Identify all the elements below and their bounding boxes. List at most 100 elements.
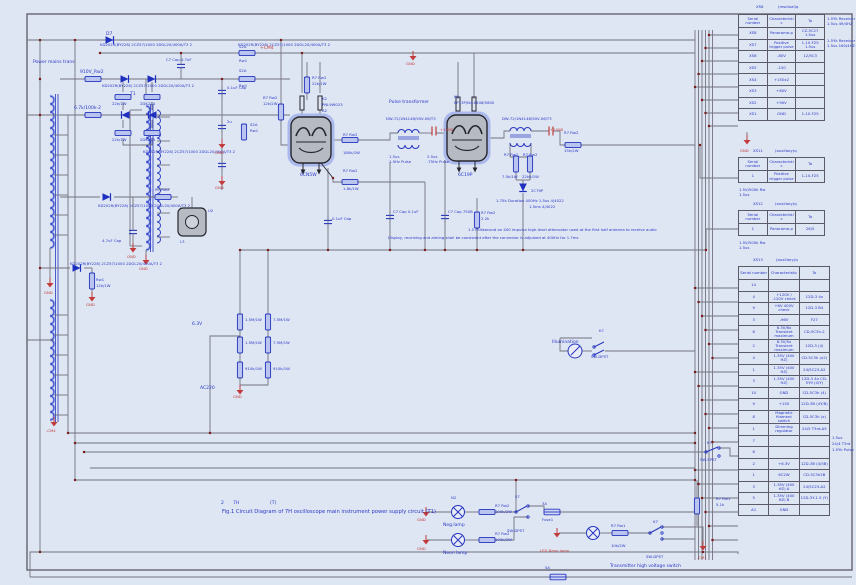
part-number: KD202R(BY228) 2CZ57/1000 2DGL20/400A/T3 …: [238, 42, 331, 47]
table-cell: XS1: [738, 108, 768, 121]
table-cell: 12D-3B (4/5B): [798, 457, 831, 471]
table-cell: Positive trigger pulse: [766, 38, 797, 52]
winding-63v: 6.3V: [192, 322, 203, 327]
gnd-label: GND: [740, 148, 749, 153]
gnd-label: GND: [215, 150, 224, 155]
caption-number: 7H: [233, 501, 240, 506]
ref-label: R7 Rw1: [611, 523, 626, 528]
label-3a: 3A: [542, 501, 548, 506]
value-label: 7.5M/1W: [273, 340, 290, 345]
caption-number: 2: [221, 501, 224, 506]
ref-label: R7 Rw2: [343, 168, 358, 173]
ref-label: R7 Rw2: [564, 130, 579, 135]
table-cell: 12/5C3: [795, 50, 825, 63]
label-cap750: C7 Cap 750B: [448, 209, 473, 214]
table-cell: 1.35V (400 HZ) A: [768, 480, 800, 494]
label-cm4-plus: +CM4: [260, 46, 274, 51]
table-cell: A1: [737, 503, 770, 517]
table-cell: Characteristic: [766, 210, 797, 224]
table-cell: CD-5C3h (x2): [798, 352, 831, 365]
table-row: XS2+90V: [738, 96, 825, 110]
gnd-label: GND: [139, 266, 148, 271]
label-neon-lamp: Neon lamp: [443, 551, 468, 556]
part-number: DW-72/1N4148/50V-06/T3: [386, 116, 436, 121]
winding-ac220: AC220: [200, 386, 215, 391]
label-d7: D7: [106, 32, 113, 37]
label-s2a: S2A: [239, 44, 247, 49]
value-label: 22k/1W: [312, 81, 327, 86]
note-display: Display, receiving and aiming shall be c…: [388, 235, 579, 240]
part-number: KD202R(BY228) 2CZ57/1000 2DGL20/400A/T3 …: [70, 261, 163, 266]
table-cell: [795, 73, 825, 86]
table-cell: Positive trigger pulse: [766, 170, 797, 183]
table-cell: [795, 61, 825, 75]
label-n2: N2: [451, 495, 457, 500]
label-150b: +150B: [440, 127, 454, 132]
gnd-label: GND: [417, 517, 426, 522]
part-number: KD202R(BY228) 2CZ57/1000 2DGL20/400A/T3 …: [100, 42, 193, 47]
table1-code: XS6: [756, 4, 764, 9]
part-number: KD202R(BY228) 2CZ57/1000 2DGL20/400A/T3 …: [102, 83, 195, 88]
value-label: 7.5M/1W: [273, 317, 290, 322]
value-label: 2DK27A: [140, 137, 156, 142]
table-cell: +80V: [766, 84, 797, 98]
part-number: KD202R(BY228) 2CZ57/1000 2DGL20/400A/T3 …: [143, 149, 236, 154]
table-cell: [768, 446, 800, 459]
table2-note: 1.5V/500k Rw: [739, 187, 766, 192]
table4-side-note: 1.5us: [832, 435, 843, 440]
table-cell: [798, 503, 831, 517]
duration-note: 1.75k Duration 400Hz 1.5us 4/4022: [496, 198, 564, 203]
table-cell: To: [795, 157, 825, 171]
table-cell: 3: [737, 375, 770, 388]
switch-label: SW-DPST: [591, 354, 609, 359]
value-label: 22k/1W: [112, 137, 127, 142]
ref-label: R7 Rw2: [504, 152, 519, 157]
value-label: 1.5M/1W: [245, 340, 262, 345]
table-row: 7: [737, 434, 831, 448]
table-cell: 6: [737, 325, 770, 340]
table-cell: 1.35V (400 HZ): [768, 363, 800, 377]
table-cell: 1: [738, 170, 768, 183]
pulse-label: .75Hz Pulse: [427, 159, 450, 164]
value-label: 910k/1W: [245, 366, 262, 371]
table-cell: 12D-3 4x: [798, 290, 831, 303]
table2-note: 1.5us: [739, 192, 750, 197]
table3-qualifier: (auxiliary)q: [775, 201, 797, 206]
table-cell: To: [795, 14, 825, 28]
label-s7: S7: [515, 494, 520, 499]
table-cell: 6: [737, 446, 770, 459]
gnd-label: GND: [86, 302, 95, 307]
ref-label: R7 Rw2: [312, 75, 327, 80]
table-cell: 12D-3 B4: [798, 302, 831, 315]
table-cell: 1: [738, 223, 768, 236]
table-cell: Dimming regulator: [768, 423, 800, 436]
part-number: DW-72/1N4148/50V-06/T3: [502, 116, 552, 121]
table-cell: 1: [737, 363, 770, 377]
table3-note: 1.5us: [739, 245, 750, 250]
value-label: 12k/2W: [263, 101, 278, 106]
label-power-transformer: Power mains trans: [33, 60, 75, 65]
ref-label: R7 Rw2: [495, 531, 510, 536]
table1-side-note: 1.5Yk Receiver 490Hz: [827, 16, 856, 21]
table-cell: 5: [737, 492, 770, 505]
gnd-label: GND: [417, 546, 426, 551]
gnd-label: GND: [406, 61, 415, 66]
